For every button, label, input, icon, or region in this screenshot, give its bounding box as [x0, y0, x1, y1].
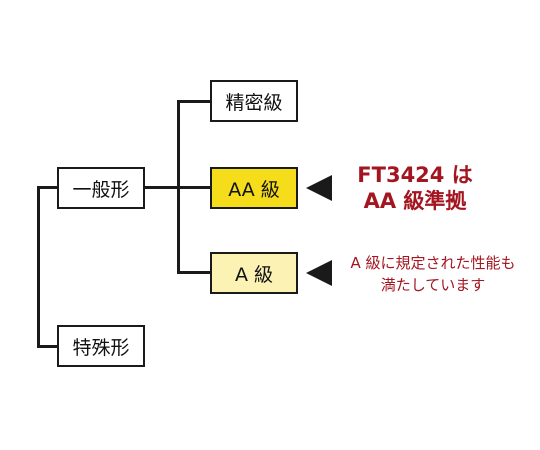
- connector-branch-to-precision: [177, 100, 210, 103]
- note-a-line2: 満たしています: [380, 276, 486, 294]
- connector-branch-to-aa: [177, 186, 210, 189]
- arrow-left-icon: [306, 260, 332, 286]
- node-precision: 精密級: [210, 80, 298, 122]
- note-aa: FT3424 は AA 級準拠: [340, 162, 490, 214]
- connector-branch-to-a: [177, 271, 210, 274]
- connector-left-vertical: [37, 186, 40, 347]
- note-a-line1: A 級に規定された性能も: [350, 254, 516, 272]
- note-aa-line1: FT3424 は: [357, 163, 473, 187]
- node-aa: AA 級: [210, 167, 298, 209]
- node-general: 一般形: [57, 167, 145, 209]
- note-aa-line2: AA 級準拠: [363, 189, 467, 213]
- node-special: 特殊形: [57, 325, 145, 367]
- note-a: A 級に規定された性能も 満たしています: [333, 252, 533, 296]
- connector-root-to-special: [37, 345, 57, 348]
- node-a: A 級: [210, 252, 298, 294]
- arrow-left-icon: [306, 175, 332, 201]
- connector-general-to-branch: [143, 186, 179, 189]
- connector-root-to-general: [37, 186, 57, 189]
